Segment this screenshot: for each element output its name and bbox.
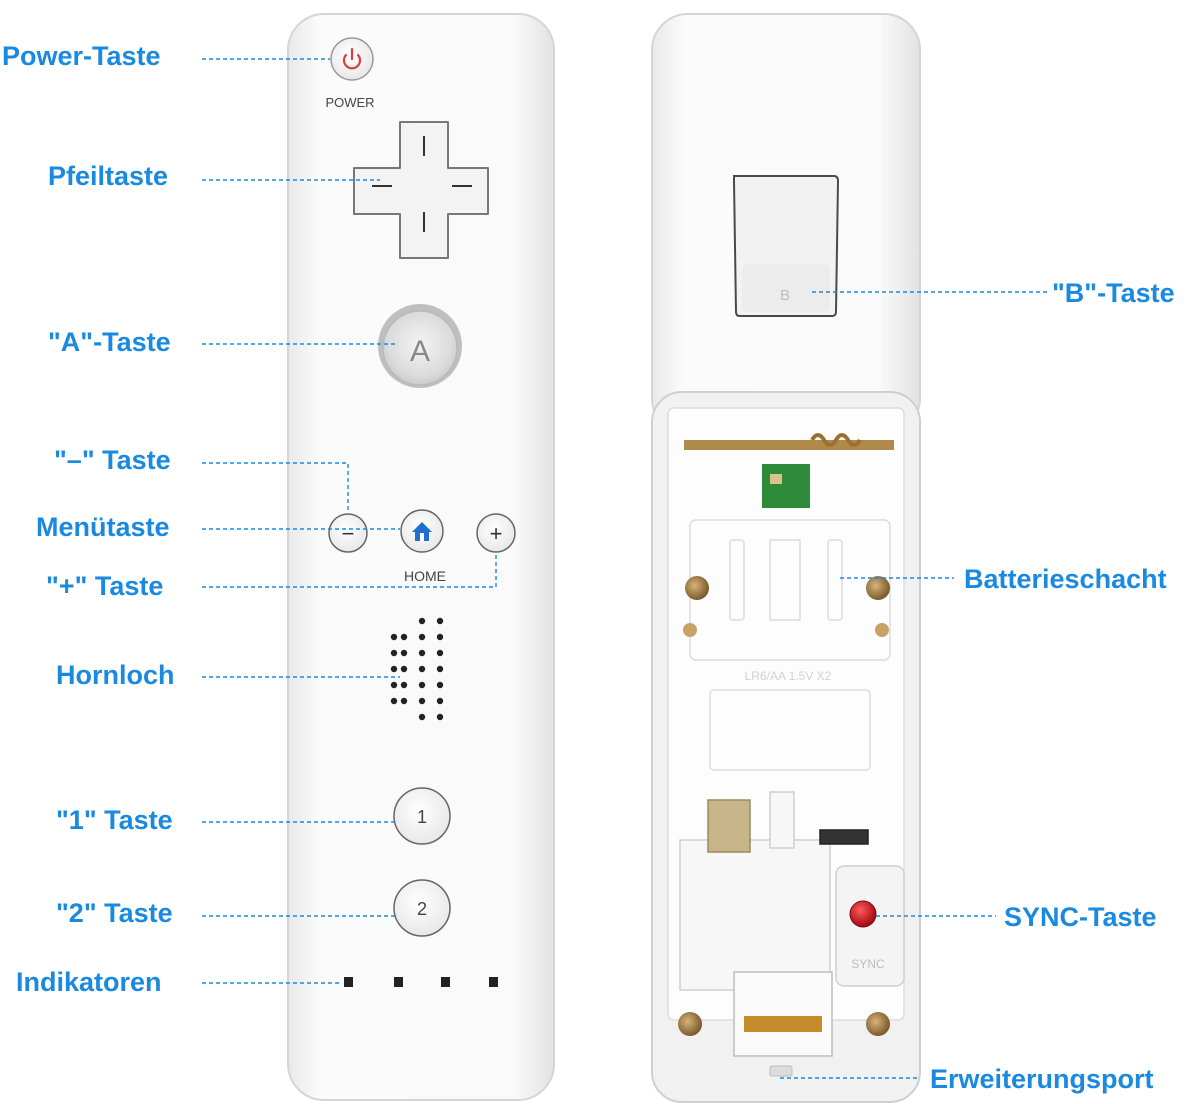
- speaker-hole: [400, 665, 408, 673]
- one-glyph: 1: [417, 807, 427, 827]
- two-glyph: 2: [417, 899, 427, 919]
- label-menu-button: Menütaste: [36, 512, 170, 542]
- led-indicators: [344, 977, 498, 987]
- home-caption: HOME: [404, 568, 446, 584]
- power-caption: POWER: [325, 95, 374, 110]
- label-b-button: "B"-Taste: [1052, 278, 1175, 308]
- speaker-hole: [390, 665, 398, 673]
- battery-marking: LR6/AA 1.5V X2: [745, 669, 832, 683]
- led-2: [394, 977, 403, 987]
- speaker-hole: [436, 697, 444, 705]
- battery-contacts: [684, 433, 894, 508]
- label-led-indicators: Indikatoren: [16, 967, 162, 997]
- speaker-hole: [436, 617, 444, 625]
- speaker-hole: [418, 697, 426, 705]
- plus-glyph: +: [490, 521, 503, 546]
- speaker-holes: [390, 617, 444, 721]
- speaker-hole: [418, 681, 426, 689]
- home-icon: [412, 522, 432, 541]
- a-glyph: A: [410, 335, 430, 368]
- label-speaker: Hornloch: [56, 660, 175, 690]
- speaker-hole: [436, 649, 444, 657]
- back-remote: B LR6/AA 1.5V X2: [651, 13, 921, 1103]
- speaker-hole: [418, 665, 426, 673]
- speaker-hole: [418, 713, 426, 721]
- speaker-hole: [436, 713, 444, 721]
- speaker-hole: [418, 649, 426, 657]
- label-power-button: Power-Taste: [2, 41, 161, 71]
- sync-button[interactable]: [849, 900, 877, 928]
- a-button[interactable]: A: [378, 304, 462, 388]
- speaker-hole: [390, 697, 398, 705]
- plus-button[interactable]: +: [476, 513, 516, 553]
- led-3: [441, 977, 450, 987]
- label-battery-compartment: Batterieschacht: [964, 564, 1167, 594]
- screw-right: [866, 576, 890, 600]
- label-minus-button: "–" Taste: [54, 445, 171, 475]
- speaker-hole: [400, 681, 408, 689]
- speaker-hole: [400, 649, 408, 657]
- minus-glyph: −: [342, 521, 355, 546]
- label-a-button: "A"-Taste: [48, 327, 171, 357]
- speaker-hole: [436, 681, 444, 689]
- led-4: [489, 977, 498, 987]
- home-button[interactable]: [400, 509, 444, 553]
- label-sync-button: SYNC-Taste: [1004, 902, 1157, 932]
- screw-left: [685, 576, 709, 600]
- front-remote: POWER A − HOME +: [287, 13, 555, 1101]
- label-dpad: Pfeiltaste: [48, 161, 169, 191]
- label-two-button: "2" Taste: [56, 898, 173, 928]
- power-button[interactable]: [330, 37, 374, 81]
- speaker-hole: [390, 649, 398, 657]
- speaker-hole: [390, 681, 398, 689]
- speaker-hole: [418, 633, 426, 641]
- dpad[interactable]: [353, 121, 489, 259]
- leader-lines: [202, 58, 1048, 1079]
- lower-housing: [679, 791, 905, 991]
- speaker-hole: [436, 665, 444, 673]
- speaker-hole: [400, 633, 408, 641]
- screw-bottom-right: [866, 1012, 890, 1036]
- led-1: [344, 977, 353, 987]
- front-shell: [287, 13, 555, 1101]
- speaker-hole: [418, 617, 426, 625]
- speaker-hole: [436, 633, 444, 641]
- two-button[interactable]: 2: [393, 879, 451, 937]
- label-expansion-port: Erweiterungsport: [930, 1064, 1154, 1094]
- b-glyph: B: [780, 287, 790, 304]
- screw-bottom-left: [678, 1012, 702, 1036]
- power-icon: [342, 47, 362, 70]
- label-plus-button: "+" Taste: [46, 571, 164, 601]
- sync-caption: SYNC: [851, 957, 885, 971]
- battery-screws: [678, 576, 890, 1036]
- speaker-hole: [390, 633, 398, 641]
- one-button[interactable]: 1: [393, 787, 451, 845]
- speaker-hole: [400, 697, 408, 705]
- b-trigger[interactable]: B: [733, 175, 840, 317]
- label-one-button: "1" Taste: [56, 805, 173, 835]
- expansion-port: [733, 971, 833, 1077]
- minus-button[interactable]: −: [328, 513, 368, 553]
